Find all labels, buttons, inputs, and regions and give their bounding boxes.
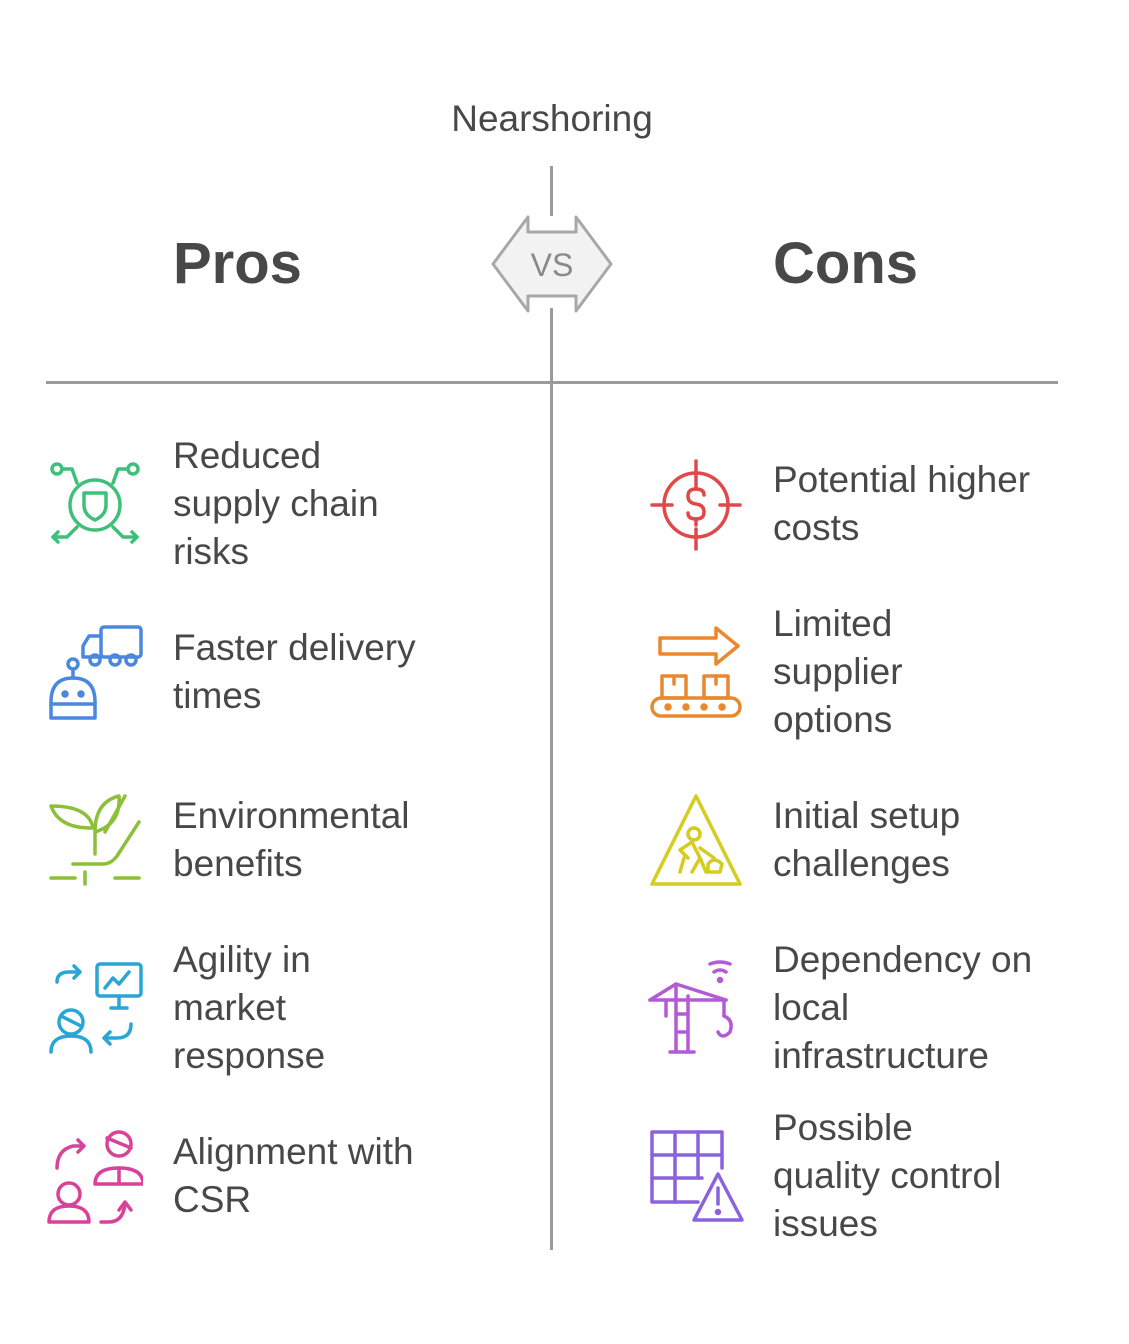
pros-item-2: Faster delivery times — [173, 627, 416, 716]
vs-label: VS — [531, 247, 574, 283]
divider-horizontal — [46, 381, 1058, 384]
vs-badge: VS — [490, 214, 614, 314]
cons-item-3: Initial setup challenges — [773, 795, 961, 884]
cons-heading: Cons — [773, 231, 918, 296]
topic-title: Nearshoring — [451, 98, 653, 139]
people-exchange-icon — [47, 1128, 143, 1224]
dollar-target-icon — [648, 457, 744, 553]
divider-vertical-top — [550, 166, 553, 216]
shield-network-icon — [47, 457, 143, 553]
pros-item-1: Reduced supply chain risks — [173, 435, 379, 572]
crane-signal-icon — [648, 960, 744, 1056]
grid-warning-icon — [648, 1128, 744, 1224]
cons-item-2: Limited supplier options — [773, 603, 903, 740]
pros-item-5: Alignment with CSR — [173, 1131, 414, 1220]
construction-warning-icon — [648, 792, 744, 888]
pros-item-3: Environmental benefits — [173, 795, 410, 884]
delivery-truck-robot-icon — [47, 624, 143, 720]
cons-item-1: Potential higher costs — [773, 459, 1031, 548]
cons-item-4: Dependency on local infrastructure — [773, 939, 1033, 1076]
divider-vertical — [550, 308, 553, 1250]
conveyor-boxes-icon — [648, 624, 744, 720]
cons-item-5: Possible quality control issues — [773, 1107, 1002, 1244]
pros-heading: Pros — [173, 231, 302, 296]
person-chart-arrows-icon — [47, 960, 143, 1056]
pros-item-4: Agility in market response — [173, 939, 326, 1076]
plant-hand-icon — [47, 792, 143, 888]
